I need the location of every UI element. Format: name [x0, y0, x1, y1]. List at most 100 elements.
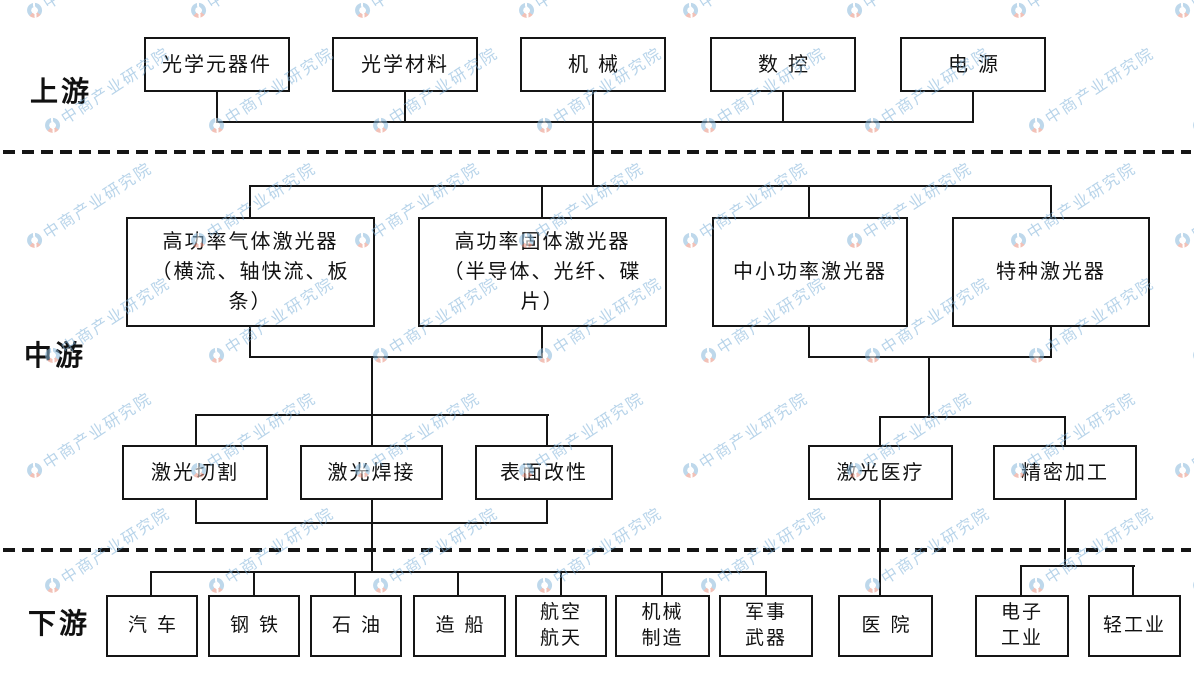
node-label: 汽车 — [127, 615, 186, 636]
upstream-midstream-boundary-dashed-line — [3, 150, 1191, 154]
connector-line — [249, 356, 543, 358]
node-label: 造船 — [435, 615, 494, 636]
watermark: 中商产业研究院 — [1169, 155, 1194, 254]
watermark-logo-icon — [1189, 574, 1194, 596]
connector-line — [1020, 565, 1022, 596]
node-special-laser: 特种激光器 — [952, 217, 1150, 327]
watermark-text: 中商产业研究院 — [386, 504, 502, 588]
connector-line — [1064, 416, 1066, 446]
connector-line — [1064, 500, 1066, 567]
watermark-logo-icon — [533, 344, 555, 366]
watermark-text: 中商产业研究院 — [1042, 504, 1158, 588]
watermark-text: 中商产业研究院 — [1021, 0, 1140, 14]
connector-line — [216, 92, 218, 123]
connector-line — [195, 500, 197, 524]
watermark: 中商产业研究院 — [1187, 40, 1194, 139]
watermark-text: 中商产业研究院 — [365, 0, 484, 14]
watermark-text: 中商产业研究院 — [1188, 389, 1194, 473]
watermark-logo-icon — [23, 229, 45, 251]
watermark-text: 中商产业研究院 — [1042, 44, 1158, 128]
connector-line — [249, 185, 1052, 187]
watermark-logo-icon — [369, 574, 391, 596]
node-label: 中小功率激光器 — [733, 261, 887, 283]
connector-line — [592, 92, 594, 187]
watermark-logo-icon — [697, 114, 719, 136]
watermark-logo-icon — [205, 574, 227, 596]
node-label: 高功率固体激光器 — [454, 231, 631, 253]
node-label: 医院 — [861, 615, 920, 636]
node-label: 机械 — [568, 53, 628, 76]
watermark-text: 中商产业研究院 — [58, 504, 174, 588]
watermark-logo-icon — [1189, 344, 1194, 366]
watermark: 中商产业研究院 — [1169, 0, 1194, 24]
node-machinery-manufacturing: 机械制造 — [615, 595, 710, 657]
node-label: 激光焊接 — [327, 461, 416, 484]
node-label: 数控 — [758, 53, 818, 76]
watermark: 中商产业研究院 — [1187, 270, 1194, 369]
connector-line — [371, 414, 373, 445]
connector-line — [195, 414, 197, 445]
connector-line — [457, 571, 459, 596]
watermark-logo-icon — [23, 459, 45, 481]
connector-line — [1050, 327, 1052, 358]
node-laser-welding: 激光焊接 — [300, 445, 443, 500]
node-surface-modification: 表面改性 — [475, 445, 613, 500]
row-label-downstream: 下游 — [28, 608, 91, 639]
connector-line — [928, 356, 930, 418]
node-high-power-solid-laser: 高功率固体激光器（半导体、光纤、碟片） — [418, 217, 667, 327]
watermark-logo-icon — [533, 574, 555, 596]
watermark-logo-icon — [1171, 229, 1193, 251]
connector-line — [541, 185, 543, 217]
node-electronics-industry: 电子工业 — [975, 595, 1069, 657]
watermark-text: 中商产业研究院 — [714, 504, 830, 588]
node-military-weapons: 军事武器 — [719, 595, 813, 657]
row-label-midstream: 中游 — [24, 340, 87, 371]
node-high-power-gas-laser: 高功率气体激光器 （横流、轴快流、板条） — [126, 217, 375, 327]
connector-line — [879, 416, 1066, 418]
watermark: 中商产业研究院 — [185, 0, 320, 24]
node-petroleum: 石油 — [310, 595, 402, 657]
watermark: 中商产业研究院 — [841, 0, 976, 24]
connector-line — [249, 185, 251, 217]
connector-line — [253, 571, 255, 596]
node-label: 工业 — [1000, 628, 1043, 649]
connector-line — [541, 327, 543, 358]
node-label: 光学元器件 — [162, 53, 272, 76]
node-label: 高功率气体激光器 — [162, 231, 339, 253]
node-precision-machining: 精密加工 — [993, 445, 1137, 500]
connector-line — [1050, 185, 1052, 217]
watermark-logo-icon — [679, 0, 701, 21]
watermark-logo-icon — [679, 459, 701, 481]
watermark-logo-icon — [533, 114, 555, 136]
connector-line — [879, 500, 881, 596]
node-label: 精密加工 — [1021, 461, 1109, 484]
node-label: 航空 — [539, 602, 582, 623]
connector-line — [560, 571, 562, 596]
watermark-logo-icon — [697, 344, 719, 366]
node-machinery: 机械 — [520, 37, 666, 92]
node-shipbuilding: 造船 — [413, 595, 506, 657]
midstream-downstream-boundary-dashed-line — [3, 548, 1191, 552]
connector-line — [808, 327, 810, 358]
node-small-mid-power-laser: 中小功率激光器 — [712, 217, 908, 327]
connector-line — [371, 500, 373, 524]
watermark-logo-icon — [1007, 0, 1029, 21]
node-light-industry: 轻工业 — [1088, 595, 1181, 657]
watermark-logo-icon — [205, 344, 227, 366]
node-label: 片） — [520, 291, 565, 313]
node-label: （横流、轴快流、板 — [151, 261, 350, 283]
connector-line — [150, 571, 152, 596]
node-label: 制造 — [641, 628, 684, 649]
watermark: 中商产业研究院 — [1005, 0, 1140, 24]
watermark: 中商产业研究院 — [513, 0, 648, 24]
node-optical-components: 光学元器件 — [144, 37, 290, 92]
node-laser-cutting: 激光切割 — [122, 445, 268, 500]
connector-line — [354, 571, 356, 596]
watermark-logo-icon — [697, 574, 719, 596]
watermark-logo-icon — [41, 574, 63, 596]
watermark-text: 中商产业研究院 — [550, 504, 666, 588]
connector-line — [1132, 565, 1134, 596]
node-label: 条） — [228, 291, 273, 313]
connector-line — [249, 327, 251, 358]
